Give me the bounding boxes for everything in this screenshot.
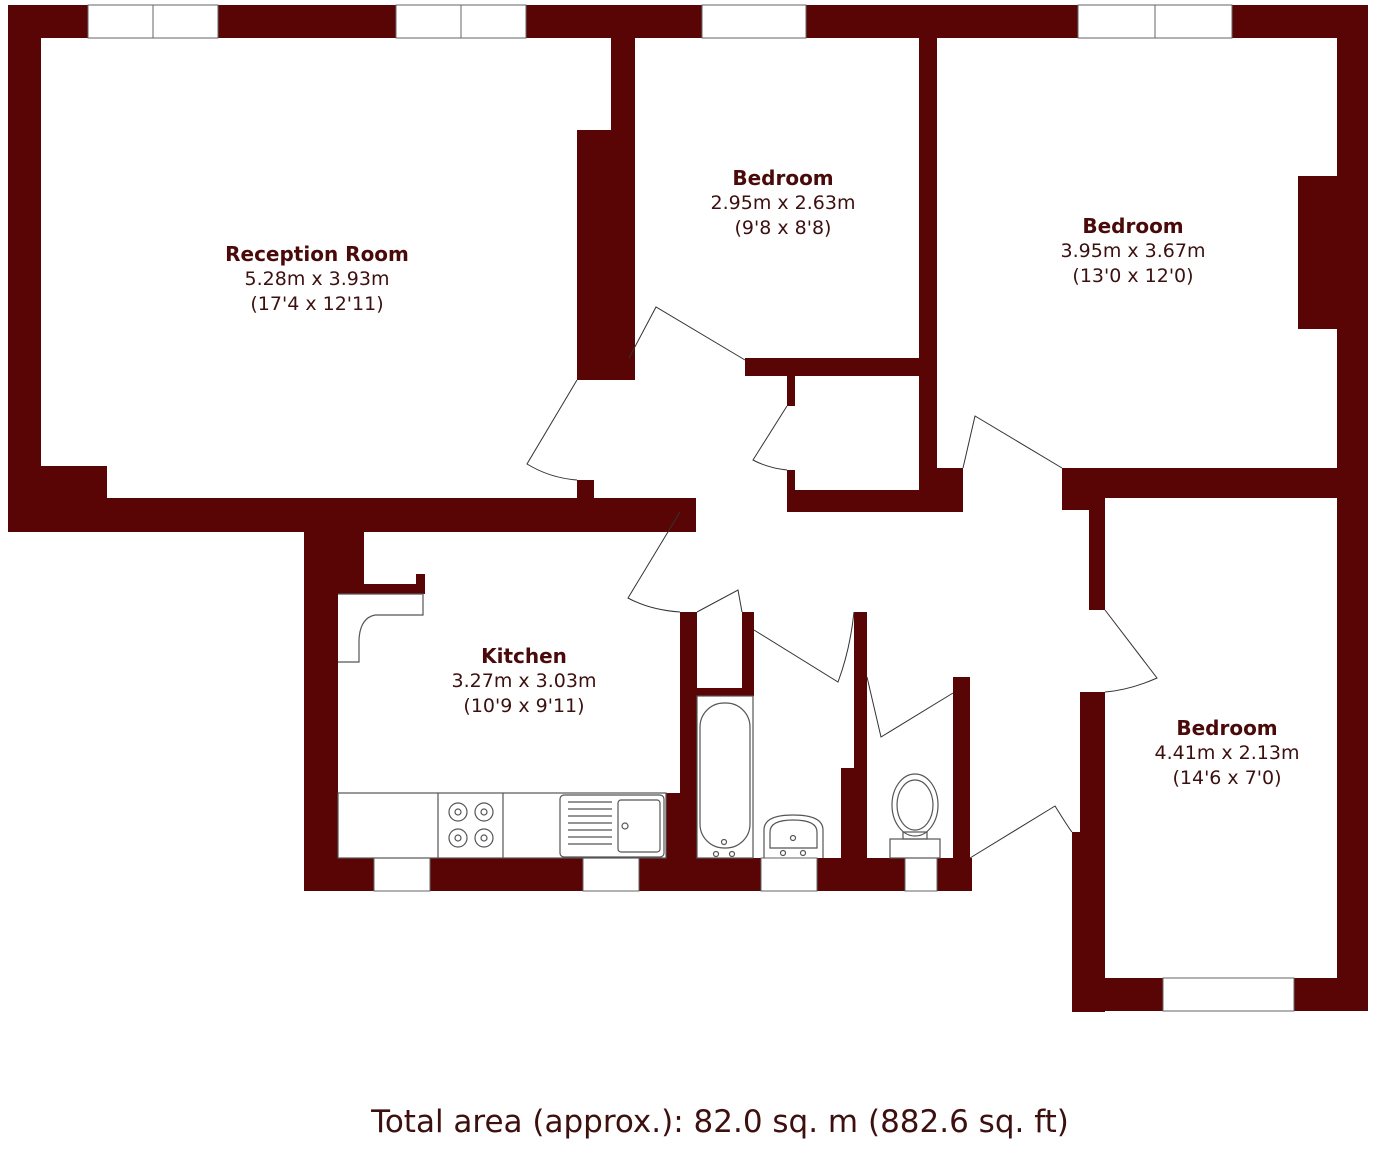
room-dimensions-metric: 2.95m x 2.63m	[710, 192, 856, 214]
room-label-bedroom-2: Bedroom 3.95m x 3.67m (13'0 x 12'0)	[1061, 214, 1206, 289]
doors	[526, 306, 1158, 859]
room-name: Bedroom	[732, 166, 834, 190]
room-dimensions-imperial: (10'9 x 9'11)	[463, 695, 585, 717]
room-dimensions-imperial: (13'0 x 12'0)	[1072, 265, 1194, 287]
room-label-bedroom-1: Bedroom 2.95m x 2.63m (9'8 x 8'8)	[711, 166, 856, 241]
room-dimensions-metric: 3.27m x 3.03m	[451, 670, 597, 692]
room-dimensions-metric: 4.41m x 2.13m	[1154, 742, 1300, 764]
room-label-bedroom-3: Bedroom 4.41m x 2.13m (14'6 x 7'0)	[1155, 716, 1300, 791]
hob-icon	[448, 802, 494, 848]
room-dimensions-imperial: (9'8 x 8'8)	[734, 217, 832, 239]
windows	[87, 4, 1295, 1012]
room-label-kitchen: Kitchen 3.27m x 3.03m (10'9 x 9'11)	[452, 644, 597, 719]
bathroom-fixtures	[696, 695, 941, 859]
sink-icon	[559, 794, 665, 858]
room-name: Reception Room	[225, 242, 409, 266]
room-dimensions-imperial: (17'4 x 12'11)	[250, 293, 384, 315]
walls	[8, 5, 1368, 1012]
toilet-icon	[889, 773, 941, 859]
room-name: Kitchen	[481, 644, 567, 668]
room-name: Bedroom	[1082, 214, 1184, 238]
total-area-caption: Total area (approx.): 82.0 sq. m (882.6 …	[371, 1104, 1069, 1140]
room-dimensions-imperial: (14'6 x 7'0)	[1172, 767, 1282, 789]
room-dimensions-metric: 5.28m x 3.93m	[244, 268, 390, 290]
kitchen-fixtures	[337, 593, 667, 859]
bath-icon	[696, 695, 754, 859]
room-label-reception: Reception Room 5.28m x 3.93m (17'4 x 12'…	[225, 242, 409, 317]
room-dimensions-metric: 3.95m x 3.67m	[1060, 240, 1206, 262]
room-name: Bedroom	[1176, 716, 1278, 740]
washbasin-icon	[763, 814, 824, 858]
